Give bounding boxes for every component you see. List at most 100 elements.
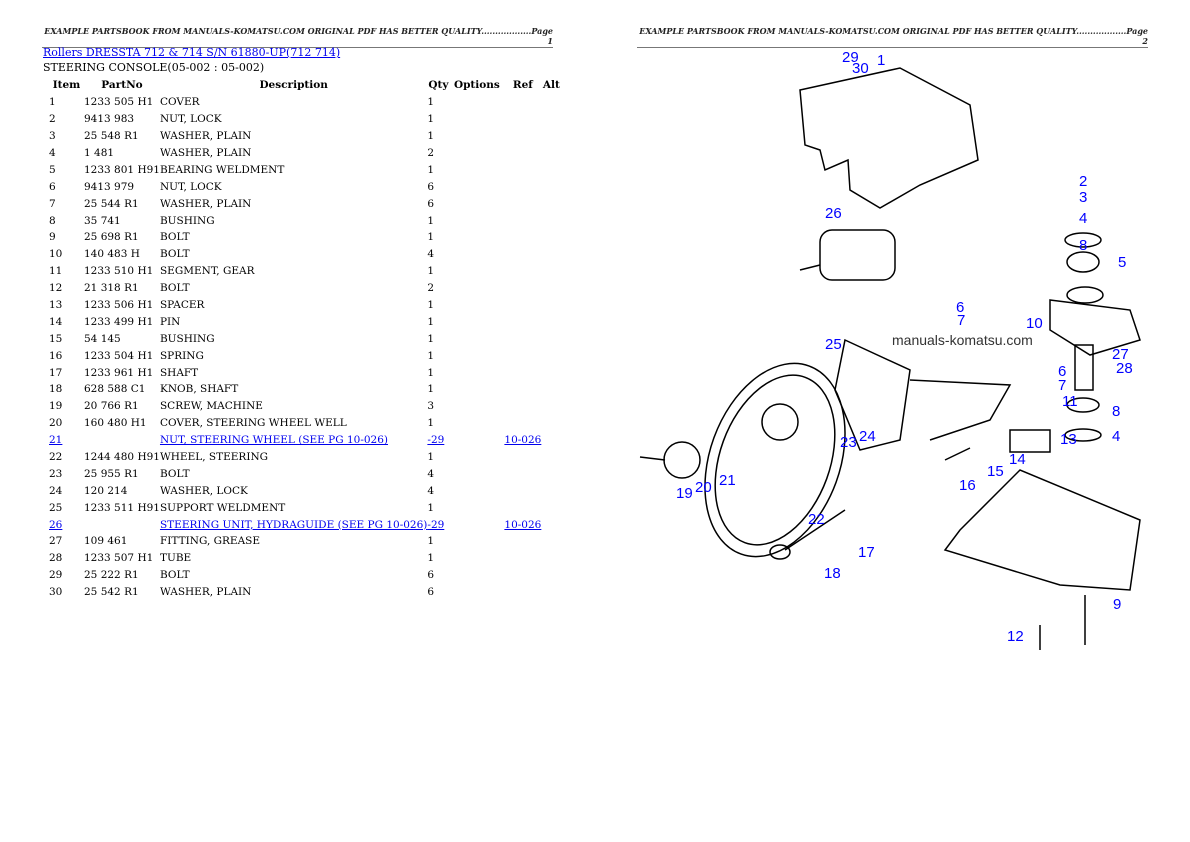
cell-description: NUT, LOCK <box>160 178 427 195</box>
cell-qty: 1 <box>427 94 449 111</box>
qty-text: 1 <box>427 501 435 514</box>
cell-qty: 1 <box>427 128 449 145</box>
item-text: 6 <box>49 180 56 193</box>
link-ref[interactable]: 10-026 <box>504 434 542 447</box>
callout-number: 3 <box>1079 189 1087 206</box>
cell-qty: 1 <box>427 364 449 381</box>
cell-alt <box>541 584 561 601</box>
callout-number: 12 <box>1007 628 1024 645</box>
cell-ref <box>504 280 541 297</box>
cell-ref <box>504 415 541 432</box>
cell-ref <box>504 145 541 162</box>
callout-number: 22 <box>808 511 825 528</box>
qty-text: 1 <box>427 315 435 328</box>
cell-options <box>449 398 504 415</box>
model-link[interactable]: Rollers DRESSTA 712 & 714 S/N 61880-UP(7… <box>43 46 341 59</box>
cell-ref <box>504 263 541 280</box>
cell-options <box>449 111 504 128</box>
callout-number: 30 <box>852 60 869 77</box>
description-text: WASHER, LOCK <box>159 484 248 497</box>
item-text: 12 <box>49 282 63 295</box>
link-qty[interactable]: -29 <box>427 518 445 531</box>
cell-partno: 25 222 R1 <box>84 567 160 584</box>
qty-text: 6 <box>427 197 435 210</box>
cell-qty: 6 <box>427 584 449 601</box>
cell-partno <box>84 432 160 449</box>
qty-text: 1 <box>427 383 435 396</box>
cell-item: 1 <box>43 94 84 111</box>
description-text: NUT, LOCK <box>159 113 222 126</box>
cell-ref <box>504 550 541 567</box>
cell-ref <box>504 482 541 499</box>
callout-number: 15 <box>987 463 1004 480</box>
cell-ref <box>504 584 541 601</box>
description-text: TUBE <box>159 552 192 565</box>
partno-text: 1233 505 H1 <box>84 96 154 109</box>
cell-description: WASHER, PLAIN <box>160 195 427 212</box>
callout-number: 11 <box>1062 393 1078 410</box>
cell-qty: 1 <box>427 297 449 314</box>
link-description[interactable]: NUT, STEERING WHEEL (SEE PG 10-026) <box>159 434 389 447</box>
link-item[interactable]: 26 <box>49 518 63 531</box>
qty-text: 1 <box>427 535 435 548</box>
callout-number: 8 <box>1112 403 1120 420</box>
qty-text: 1 <box>427 113 435 126</box>
cell-item: 28 <box>43 550 84 567</box>
cell-options <box>449 128 504 145</box>
cell-partno: 25 698 R1 <box>84 229 160 246</box>
item-text: 9 <box>49 231 56 244</box>
callout-number: 4 <box>1079 210 1087 227</box>
cell-item: 20 <box>43 415 84 432</box>
cell-alt <box>541 533 561 550</box>
cell-options <box>449 432 504 449</box>
cell-description: NUT, STEERING WHEEL (SEE PG 10-026) <box>160 432 427 449</box>
link-item[interactable]: 21 <box>49 434 63 447</box>
cell-ref <box>504 449 541 466</box>
qty-text: 6 <box>427 586 435 599</box>
link-description[interactable]: STEERING UNIT, HYDRAGUIDE (SEE PG 10-026… <box>159 518 428 531</box>
col-alt: Alt <box>542 79 560 92</box>
cell-ref <box>504 246 541 263</box>
description-text: WASHER, PLAIN <box>159 197 252 210</box>
col-ref: Ref <box>512 79 533 92</box>
link-ref[interactable]: 10-026 <box>504 518 542 531</box>
cell-alt <box>541 128 561 145</box>
callout-number: 23 <box>840 434 857 451</box>
partno-text: 54 145 <box>84 332 121 345</box>
link-qty[interactable]: -29 <box>427 434 445 447</box>
cell-alt <box>541 364 561 381</box>
item-text: 14 <box>49 315 63 328</box>
description-text: BOLT <box>159 231 190 244</box>
cell-options <box>449 297 504 314</box>
partno-text: 1233 504 H1 <box>84 349 154 362</box>
qty-text: 1 <box>427 163 435 176</box>
callout-number: 8 <box>1079 237 1087 254</box>
cell-alt <box>541 263 561 280</box>
cell-alt <box>541 465 561 482</box>
description-text: BUSHING <box>159 214 215 227</box>
cell-description: FITTING, GREASE <box>160 533 427 550</box>
callout-number: 7 <box>1058 377 1066 394</box>
cell-partno: 1 481 <box>84 145 160 162</box>
cell-options <box>449 415 504 432</box>
qty-text: 1 <box>427 451 435 464</box>
cell-partno: 1233 506 H1 <box>84 297 160 314</box>
partno-text: 9413 983 <box>84 113 135 126</box>
callout-number: 14 <box>1009 451 1026 468</box>
cell-qty: 1 <box>427 550 449 567</box>
callout-number: 27 <box>1112 346 1129 363</box>
cell-options <box>449 347 504 364</box>
cell-options <box>449 330 504 347</box>
watermark-text: manuals-komatsu.com <box>892 332 1033 348</box>
table-row: 26 STEERING UNIT, HYDRAGUIDE (SEE PG 10-0… <box>43 516 561 533</box>
cell-alt <box>541 297 561 314</box>
support-weldment-part <box>834 338 911 451</box>
cell-alt <box>541 398 561 415</box>
partno-text: 109 461 <box>84 535 128 548</box>
cell-options <box>449 533 504 550</box>
